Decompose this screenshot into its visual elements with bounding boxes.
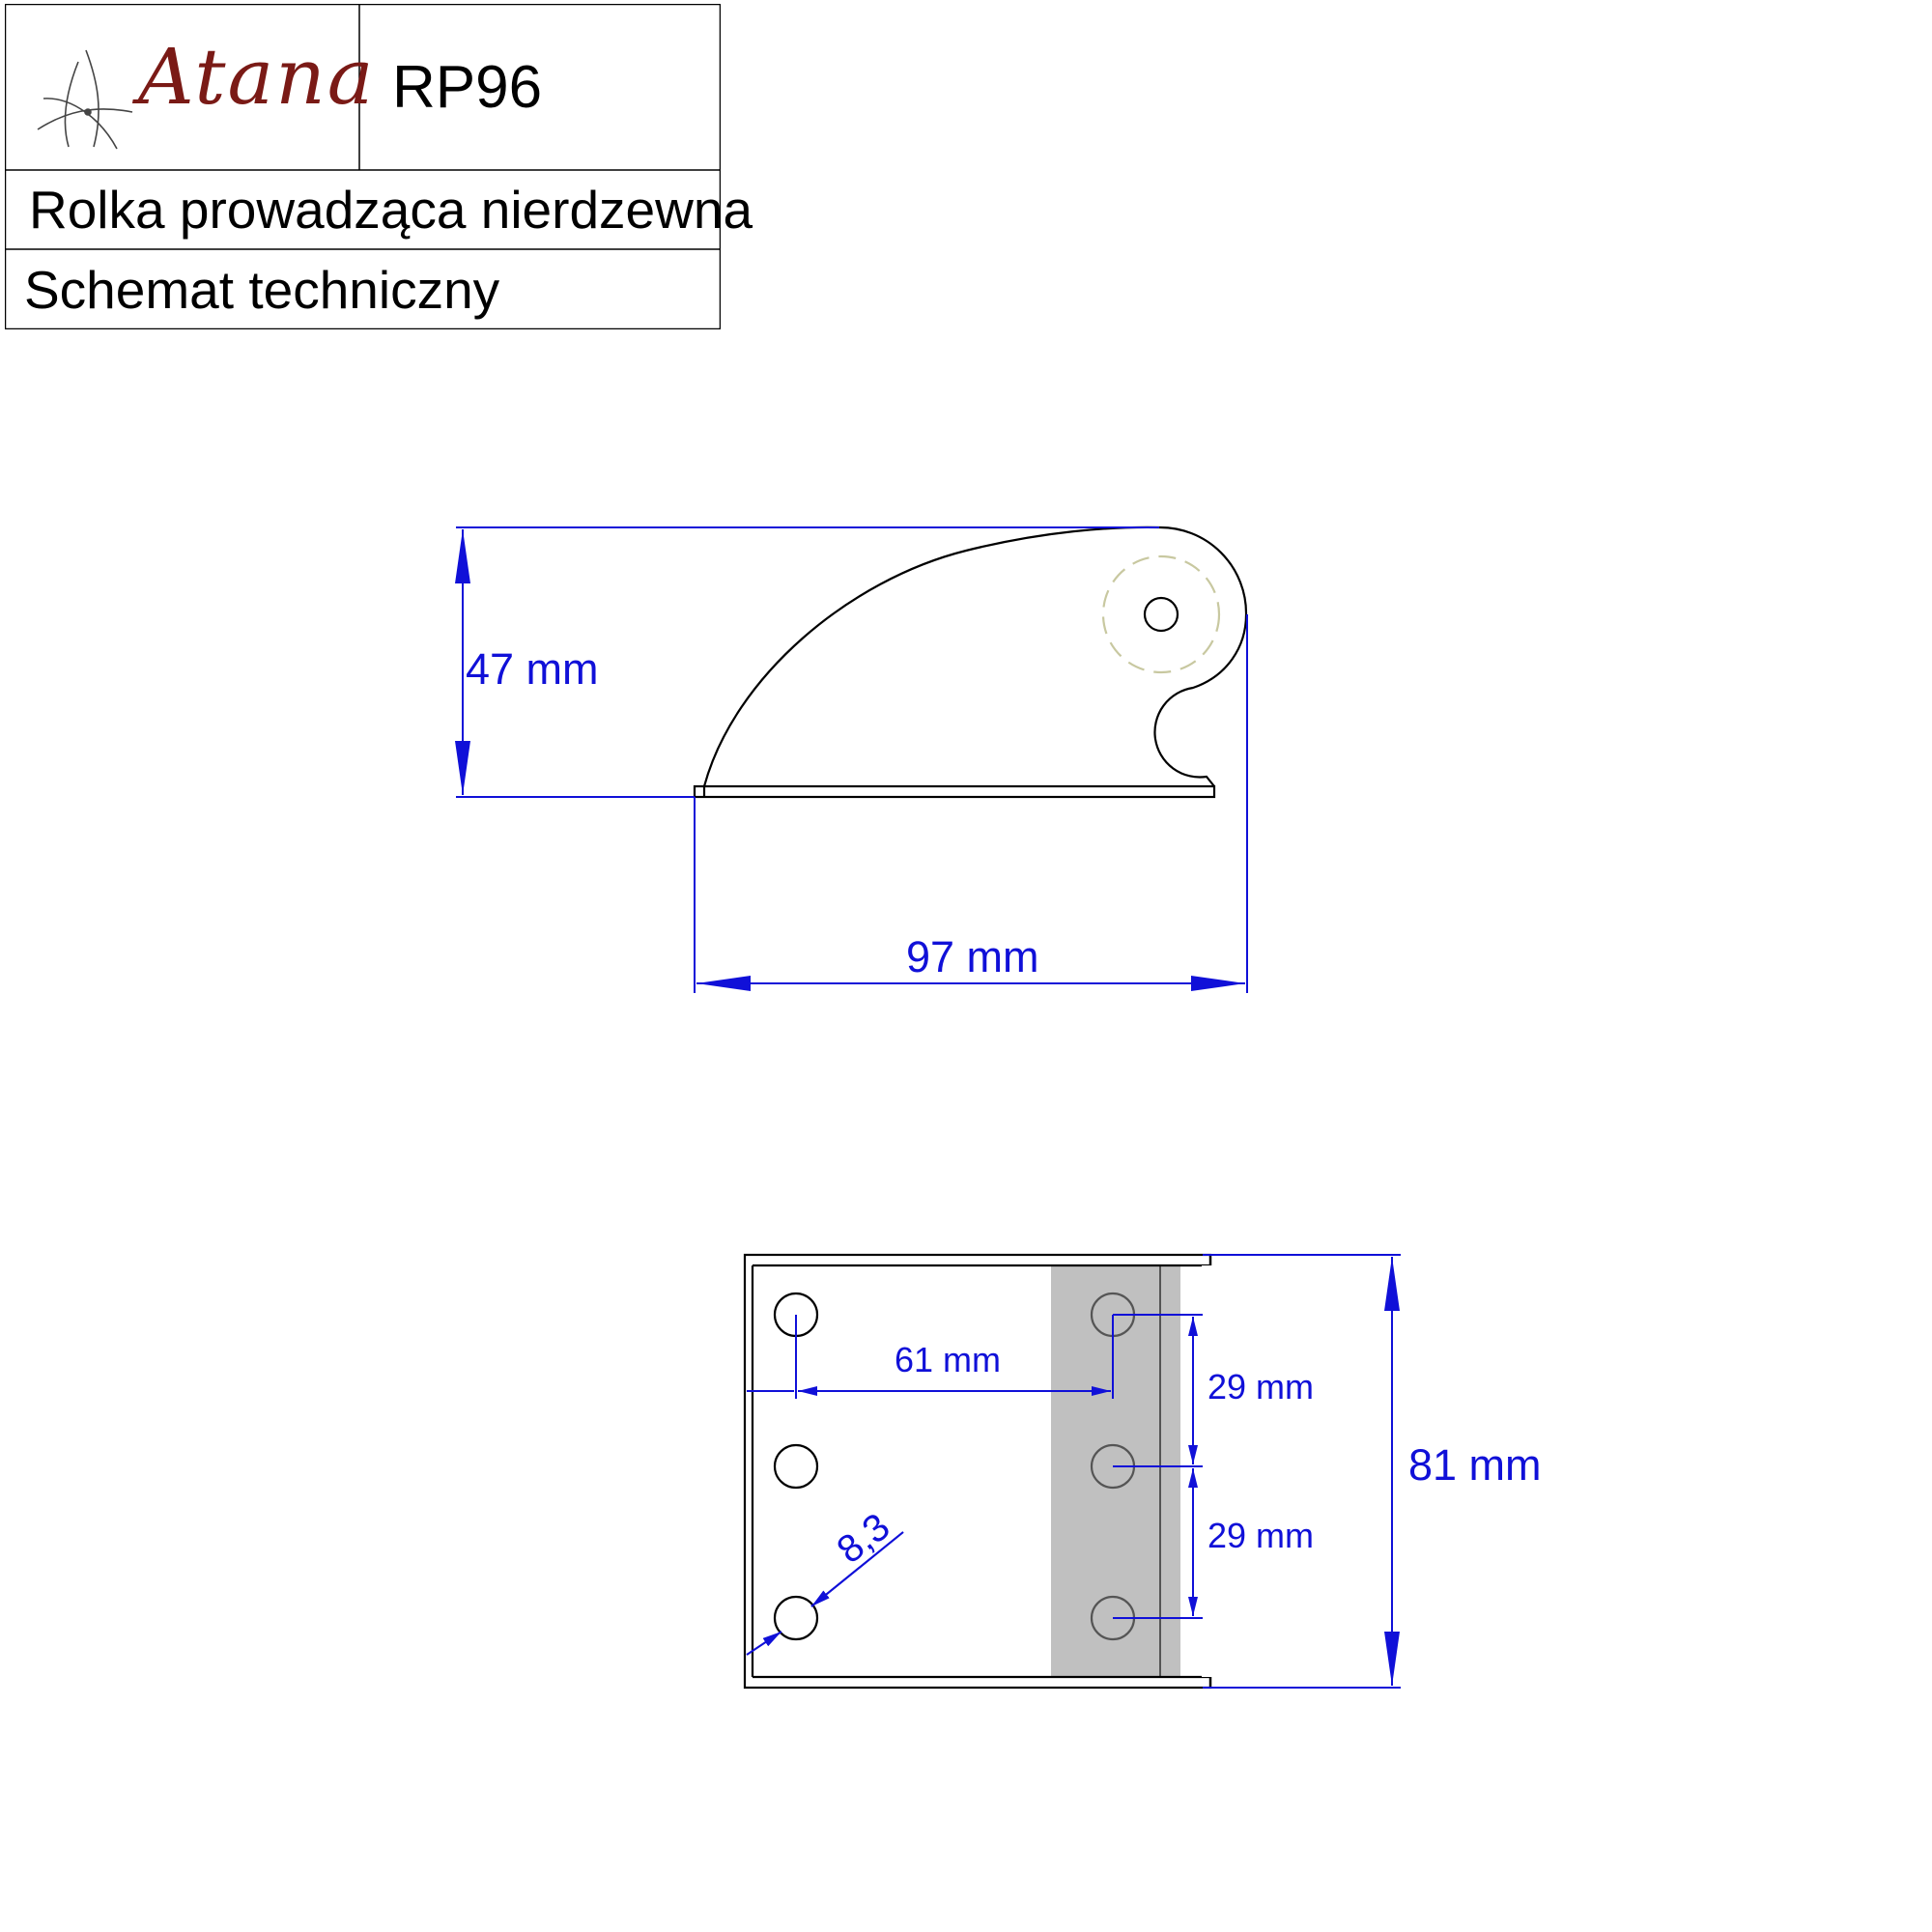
width-label: 81 mm bbox=[1408, 1440, 1542, 1490]
hole-diameter-label: 8,3 bbox=[829, 1505, 897, 1572]
roller-area bbox=[1051, 1265, 1180, 1676]
hole-left-3 bbox=[773, 1595, 819, 1641]
logo-wordmark: Atana bbox=[138, 32, 376, 122]
title-block-frame bbox=[5, 4, 721, 329]
pitch-label-1: 29 mm bbox=[1208, 1367, 1314, 1406]
title-block: Atana RP96 Rolka prowadząca nierdzewna S… bbox=[5, 4, 753, 329]
side-view: 47 mm 97 mm bbox=[455, 526, 1248, 993]
top-view-outline bbox=[743, 1253, 1212, 1690]
product-name: Rolka prowadząca nierdzewna bbox=[29, 180, 753, 240]
product-code: RP96 bbox=[392, 54, 543, 121]
logo-icon bbox=[37, 49, 133, 150]
hole-left-2 bbox=[773, 1443, 819, 1490]
pitch-dimensions bbox=[1113, 1314, 1203, 1619]
pitch-label-2: 29 mm bbox=[1208, 1516, 1314, 1555]
roller-hidden-outline bbox=[1101, 554, 1221, 674]
width-dimension bbox=[1203, 1254, 1401, 1689]
axle-hole bbox=[1143, 596, 1179, 633]
side-view-outline bbox=[693, 526, 1248, 799]
height-label: 47 mm bbox=[466, 644, 599, 694]
top-view: 61 mm 29 mm 29 mm 81 mm 8,3 bbox=[743, 1253, 1542, 1690]
hole-spacing-label: 61 mm bbox=[895, 1340, 1001, 1379]
hole-diameter-dimension bbox=[746, 1531, 904, 1656]
height-dimension bbox=[455, 526, 1159, 798]
document-type: Schemat techniczny bbox=[24, 260, 500, 320]
length-dimension bbox=[694, 614, 1248, 993]
length-label: 97 mm bbox=[906, 932, 1039, 981]
